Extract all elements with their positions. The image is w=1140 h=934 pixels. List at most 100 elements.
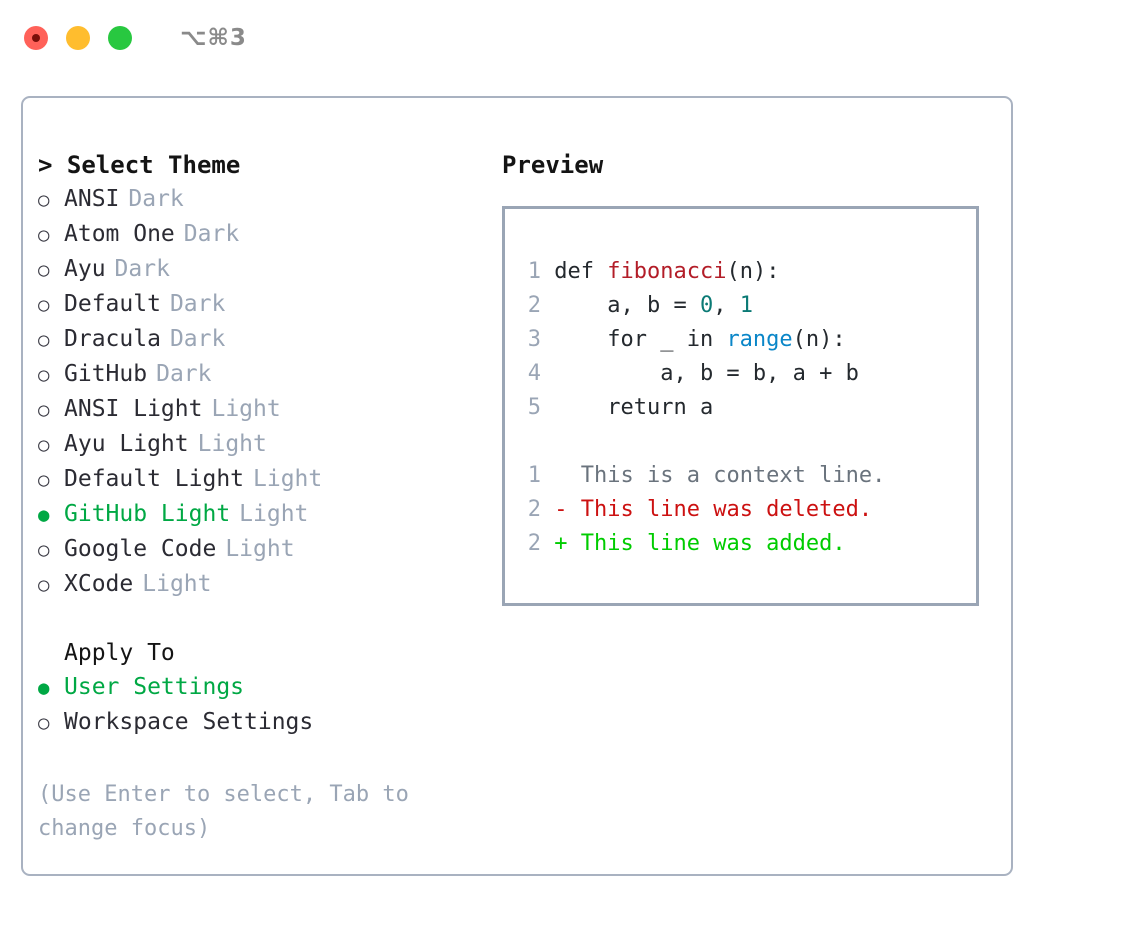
theme-variant-tag: Light <box>211 396 281 422</box>
apply-to-list: ● User Settings ○ Workspace Settings <box>38 670 493 740</box>
diff-line-add: 2 + This line was added. <box>519 527 976 561</box>
line-number: 3 <box>527 327 541 352</box>
theme-option-ayu-light[interactable]: ○ Ayu Light Light <box>38 427 493 462</box>
theme-option-ansi[interactable]: ○ ANSI Dark <box>38 182 493 217</box>
radio-unselected-icon: ○ <box>38 224 50 246</box>
code-token-plain: (n): <box>792 327 846 352</box>
apply-to-option-label: User Settings <box>64 674 245 700</box>
preview-heading: Preview <box>502 151 604 179</box>
theme-option-label: Atom One <box>64 221 175 247</box>
theme-option-xcode[interactable]: ○ XCode Light <box>38 567 493 602</box>
code-token-builtin: range <box>726 327 793 352</box>
diff-marker <box>554 463 581 488</box>
line-number: 1 <box>527 259 541 284</box>
list-spacer <box>38 602 493 636</box>
theme-option-label: Google Code <box>64 536 217 562</box>
code-token-plain: , <box>713 293 740 318</box>
close-button[interactable] <box>24 26 48 50</box>
radio-unselected-icon: ○ <box>38 189 50 211</box>
theme-variant-tag: Light <box>239 501 309 527</box>
apply-to-heading: Apply To <box>64 640 175 666</box>
theme-option-google-code[interactable]: ○ Google Code Light <box>38 532 493 567</box>
theme-option-label: Ayu <box>64 256 106 282</box>
title-bar: ⌥⌘3 <box>0 0 1140 76</box>
theme-option-label: Default Light <box>64 466 245 492</box>
theme-option-default[interactable]: ○ Default Dark <box>38 287 493 322</box>
theme-variant-tag: Dark <box>169 291 226 317</box>
theme-variant-tag: Light <box>197 431 267 457</box>
code-token-num: 0 <box>699 293 714 318</box>
radio-unselected-icon: ○ <box>38 469 50 491</box>
theme-option-label: Default <box>64 291 161 317</box>
radio-unselected-icon: ○ <box>38 574 50 596</box>
theme-variant-tag: Dark <box>114 256 170 282</box>
apply-to-option-user-settings[interactable]: ● User Settings <box>38 670 493 705</box>
code-token-plain: a, b = b, a + b <box>554 361 859 386</box>
select-theme-heading-label: Select Theme <box>66 151 241 179</box>
code-token-num: 1 <box>739 293 753 318</box>
theme-option-label: Ayu Light <box>64 431 189 457</box>
code-line: 2 a, b = 0, 1 <box>519 289 976 323</box>
line-number: 1 <box>527 463 541 488</box>
diff-line-ctx: 1 This is a context line. <box>519 459 976 493</box>
radio-unselected-icon: ○ <box>38 712 50 734</box>
theme-option-label: GitHub Light <box>64 501 231 527</box>
radio-unselected-icon: ○ <box>38 434 50 456</box>
theme-variant-tag: Dark <box>183 221 240 247</box>
prompt-caret-icon: > <box>38 151 67 179</box>
diff-sample: 1 This is a context line.2 - This line w… <box>519 459 976 561</box>
diff-gap <box>519 425 976 459</box>
theme-option-label: XCode <box>64 571 134 597</box>
theme-option-ayu[interactable]: ○ Ayu Dark <box>38 252 493 287</box>
radio-unselected-icon: ○ <box>38 294 50 316</box>
diff-text: This line was deleted. <box>580 497 873 522</box>
apply-to-option-workspace-settings[interactable]: ○ Workspace Settings <box>38 705 493 740</box>
zoom-button[interactable] <box>108 26 132 50</box>
theme-option-label: GitHub <box>64 361 148 387</box>
radio-unselected-icon: ○ <box>38 399 50 421</box>
line-number: 5 <box>527 395 541 420</box>
code-token-fn: fibonacci <box>607 259 727 284</box>
radio-unselected-icon: ○ <box>38 329 50 351</box>
diff-marker: + <box>554 531 581 556</box>
line-number: 4 <box>527 361 541 386</box>
code-token-plain: return a <box>554 395 714 420</box>
radio-selected-icon: ● <box>38 504 50 526</box>
theme-option-github-light[interactable]: ● GitHub Light Light <box>38 497 493 532</box>
code-line: 3 for _ in range(n): <box>519 323 976 357</box>
radio-unselected-icon: ○ <box>38 539 50 561</box>
minimize-button[interactable] <box>66 26 90 50</box>
radio-selected-icon: ● <box>38 677 50 699</box>
line-number: 2 <box>527 497 541 522</box>
code-token-plain: (n): <box>726 259 780 284</box>
traffic-lights <box>24 26 132 50</box>
code-token-plain: for _ in <box>554 327 727 352</box>
keyboard-shortcut-label: ⌥⌘3 <box>180 25 247 51</box>
diff-line-del: 2 - This line was deleted. <box>519 493 976 527</box>
theme-option-ansi-light[interactable]: ○ ANSI Light Light <box>38 392 493 427</box>
preview-column: Preview 1 def fibonacci(n):2 a, b = 0, 1… <box>493 98 1011 874</box>
theme-option-label: ANSI <box>64 186 120 212</box>
theme-variant-tag: Dark <box>128 186 184 212</box>
theme-variant-tag: Dark <box>156 361 212 387</box>
code-line: 4 a, b = b, a + b <box>519 357 976 391</box>
theme-option-label: ANSI Light <box>64 396 203 422</box>
line-number: 2 <box>527 293 541 318</box>
theme-variant-tag: Light <box>142 571 212 597</box>
line-number: 2 <box>527 531 541 556</box>
radio-unselected-icon: ○ <box>38 259 50 281</box>
apply-to-option-label: Workspace Settings <box>64 709 314 735</box>
diff-text: This line was added. <box>580 531 846 556</box>
diff-marker: - <box>554 497 581 522</box>
diff-text: This is a context line. <box>580 463 886 488</box>
theme-option-atom-one[interactable]: ○ Atom One Dark <box>38 217 493 252</box>
theme-variant-tag: Light <box>225 536 295 562</box>
